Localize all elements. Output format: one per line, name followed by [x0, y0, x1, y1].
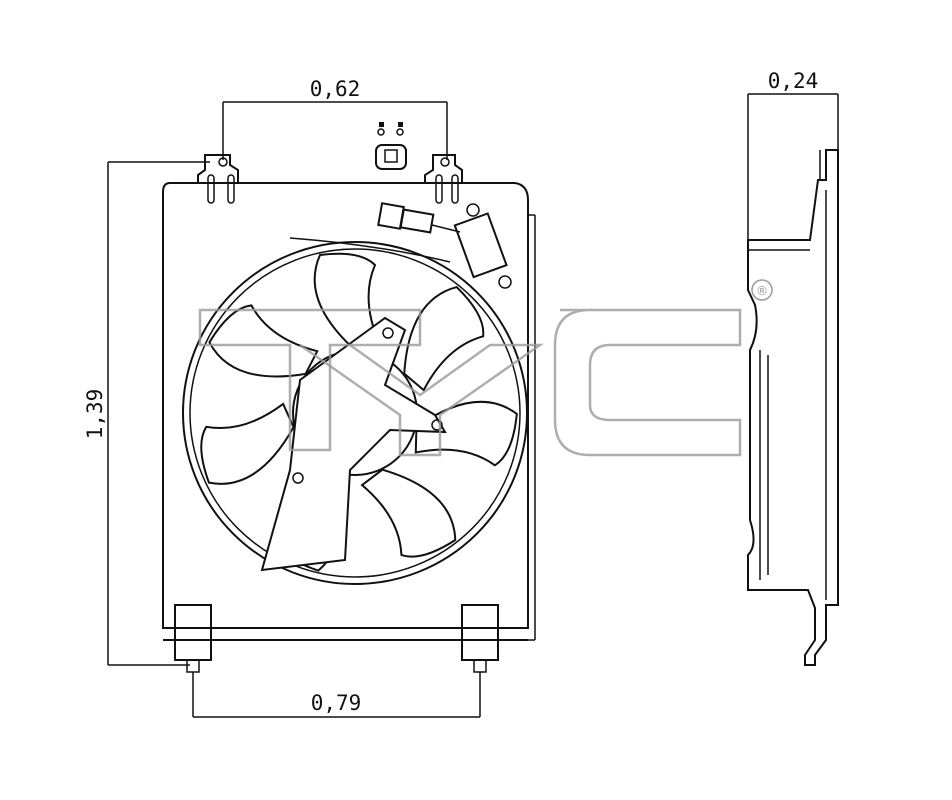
motor-bracket — [260, 316, 447, 572]
dimension-label-height: 1,39 — [83, 389, 107, 440]
foot-right — [461, 604, 499, 661]
dimension-label-top: 0,62 — [310, 77, 361, 101]
resistor — [453, 212, 508, 279]
registered-mark: ® — [756, 284, 768, 298]
dimension-height: 1,39 — [83, 161, 210, 666]
dimension-bottom-width: 0,79 — [192, 672, 481, 718]
shroud-side-view — [747, 149, 839, 666]
dimension-label-bottom: 0,79 — [311, 691, 362, 715]
dimension-side-depth: 0,24 — [747, 69, 839, 240]
shroud-front-view — [162, 154, 536, 673]
dimension-top-width: 0,62 — [222, 77, 448, 160]
connector-icon — [375, 122, 407, 170]
fan — [182, 241, 528, 585]
tyc-watermark-logo: ® — [198, 279, 773, 457]
foot-left — [174, 604, 212, 661]
mounting-tab-right — [424, 154, 463, 183]
dimension-label-side: 0,24 — [768, 69, 819, 93]
mounting-tab-left — [197, 154, 239, 183]
fan-ring — [182, 241, 528, 585]
wiring-harness — [289, 202, 512, 289]
